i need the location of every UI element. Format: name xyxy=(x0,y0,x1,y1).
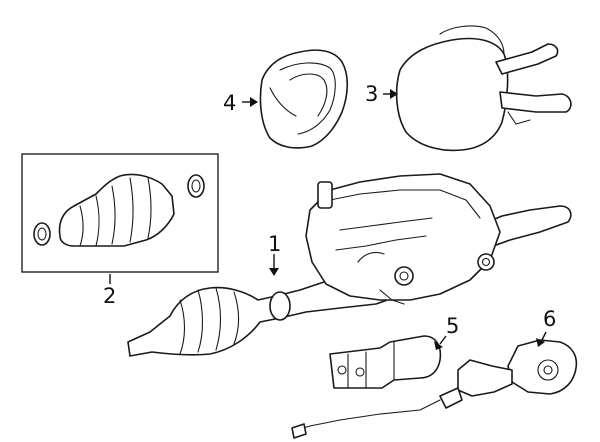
callout-3: 3 xyxy=(365,82,378,106)
leader-lines xyxy=(109,89,547,350)
arrow-6 xyxy=(536,338,545,347)
callout-2: 2 xyxy=(103,284,116,308)
arrow-1 xyxy=(269,268,279,276)
arrow-5 xyxy=(434,341,443,350)
callout-5: 5 xyxy=(446,314,459,338)
callout-labels: 1 2 3 4 5 6 xyxy=(103,82,556,338)
callout-1: 1 xyxy=(268,232,281,256)
arrow-4 xyxy=(250,97,258,107)
callout-4: 4 xyxy=(223,91,236,115)
part-5-motor xyxy=(329,335,442,389)
part-6-actuator xyxy=(291,339,578,439)
part-4-cover xyxy=(259,49,349,149)
leader-5 xyxy=(439,335,447,345)
part-3-switch-module xyxy=(395,25,572,152)
steering-column-assembly xyxy=(127,173,572,357)
callout-6: 6 xyxy=(543,307,556,331)
arrow-3 xyxy=(390,89,398,99)
part-2-joint-boot-kit xyxy=(21,153,219,273)
part-2-frame xyxy=(21,153,219,273)
leader-6 xyxy=(541,331,547,341)
